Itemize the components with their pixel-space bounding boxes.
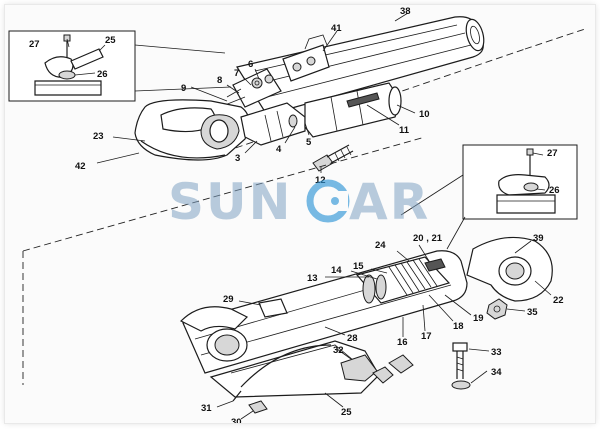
- label-25-top: 25: [105, 35, 116, 46]
- bolt-12: [312, 144, 354, 172]
- label-19: 19: [473, 313, 484, 324]
- exploded-parts-diagram: 38 41 6 7 8 9 10 11 4 5 3 23 42 12 27 25…: [8, 6, 586, 423]
- label-4: 4: [276, 144, 282, 155]
- label-6: 6: [248, 59, 253, 70]
- label-15: 15: [353, 261, 364, 272]
- label-27-top: 27: [29, 39, 40, 50]
- watermark-text-right: AR: [349, 173, 430, 231]
- label-32: 32: [333, 345, 344, 356]
- label-34: 34: [491, 367, 502, 378]
- upper-cylinder-assembly: [134, 16, 586, 172]
- label-17: 17: [421, 331, 432, 342]
- label-7: 7: [234, 68, 239, 79]
- inset-detail-right: [400, 144, 578, 250]
- label-38: 38: [400, 6, 411, 17]
- label-16: 16: [397, 337, 408, 348]
- label-26-top: 26: [97, 69, 108, 80]
- label-29: 29: [223, 294, 234, 305]
- label-3: 3: [235, 153, 240, 164]
- label-18: 18: [453, 321, 464, 332]
- label-10: 10: [419, 109, 430, 120]
- label-35: 35: [527, 307, 538, 318]
- label-27-right: 27: [547, 148, 558, 159]
- label-25-bottom: 25: [341, 407, 352, 418]
- watermark-logo: SUN AR: [168, 173, 430, 231]
- leader-lines: [66, 12, 552, 420]
- thread-lines: [388, 258, 438, 296]
- lower-cylinder-assembly: [179, 236, 553, 414]
- label-11: 11: [399, 125, 410, 136]
- watermark-text-left: SUN: [168, 173, 292, 231]
- label-20-21: 20 , 21: [413, 233, 443, 244]
- label-5: 5: [306, 137, 312, 148]
- part-labels: 38 41 6 7 8 9 10 11 4 5 3 23 42 12 27 25…: [29, 6, 564, 423]
- label-9: 9: [181, 83, 186, 94]
- bolt-33: [452, 342, 468, 379]
- bolt-31-30: [232, 390, 268, 414]
- label-33: 33: [491, 347, 502, 358]
- label-24: 24: [375, 240, 386, 251]
- label-42: 42: [75, 161, 86, 172]
- diagram-canvas: 38 41 6 7 8 9 10 11 4 5 3 23 42 12 27 25…: [5, 5, 595, 423]
- label-28: 28: [347, 333, 358, 344]
- label-30: 30: [231, 417, 242, 423]
- label-22: 22: [553, 295, 564, 306]
- label-12: 12: [315, 175, 326, 186]
- label-31: 31: [201, 403, 212, 414]
- label-8: 8: [217, 75, 222, 86]
- label-26-right: 26: [549, 185, 560, 196]
- label-39: 39: [533, 233, 544, 244]
- label-14: 14: [331, 265, 342, 276]
- inset-detail-top-left: [8, 30, 232, 102]
- label-23: 23: [93, 131, 104, 142]
- label-41: 41: [331, 23, 342, 34]
- label-13: 13: [307, 273, 318, 284]
